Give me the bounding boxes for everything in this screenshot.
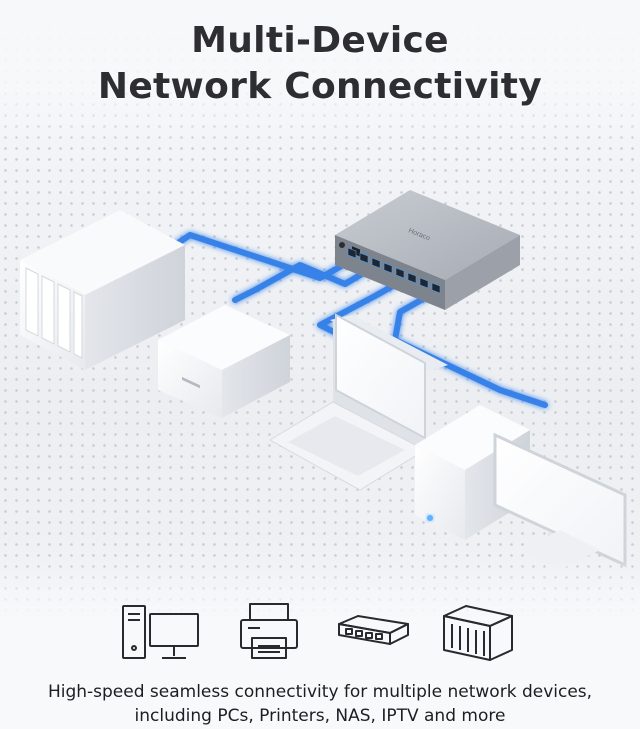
feature-caption: High-speed seamless connectivity for mul… [0,680,640,728]
bottom-fade [0,560,640,729]
printer-icon [240,603,298,659]
network-switch-device: Horaco [335,190,520,310]
laptop-device [269,313,448,491]
cable-nas [172,232,355,281]
nas-icon [443,605,513,661]
caption-line-2: including PCs, Printers, NAS, IPTV and m… [134,706,506,726]
monitor-device [493,432,627,570]
nas-device [20,210,185,370]
desktop-pc-icon [122,605,199,659]
device-icon-row [0,600,640,664]
router-device [158,305,290,418]
cable-router [232,262,375,303]
caption-line-1: High-speed seamless connectivity for mul… [47,682,593,702]
page-title: Multi-Device Network Connectivity [0,18,640,110]
title-line-2: Network Connectivity [97,66,543,107]
title-line-1: Multi-Device [191,20,449,61]
network-illustration: Horaco [20,190,627,570]
network-switch-icon [338,615,409,645]
top-fade [0,0,640,150]
